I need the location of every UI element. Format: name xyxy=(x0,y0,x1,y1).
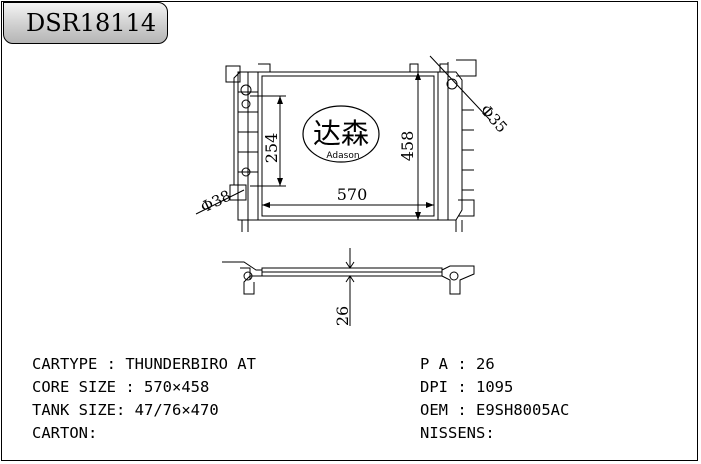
dim-inlet-label: Φ38 xyxy=(198,187,234,217)
spec-tank-size: TANK SIZE: 47/76×470 xyxy=(32,401,219,419)
spec-dpi: DPI : 1095 xyxy=(420,378,514,396)
spec-cartype: CARTYPE : THUNDERBIRO AT xyxy=(32,355,256,373)
dim-26-label: 26 xyxy=(333,306,352,326)
spec-pa: P A : 26 xyxy=(420,355,495,373)
model-tab: DSR18114 xyxy=(3,2,168,44)
spec-oem: OEM : E9SH8005AC xyxy=(420,401,570,419)
right-tank xyxy=(409,59,477,232)
dim-254-label: 254 xyxy=(262,133,281,164)
section-view xyxy=(222,248,475,326)
spec-core-size: CORE SIZE : 570×458 xyxy=(32,378,210,396)
dim-570-label: 570 xyxy=(337,185,368,204)
logo-latin: Adason xyxy=(326,151,359,161)
spec-nissens: NISSENS: xyxy=(420,424,495,442)
dim-458-lines xyxy=(404,71,424,221)
dim-458-label: 458 xyxy=(398,131,417,162)
model-code: DSR18114 xyxy=(26,9,157,37)
dim-outlet-label: Φ35 xyxy=(477,101,511,136)
spec-carton: CARTON: xyxy=(32,424,98,442)
left-tank xyxy=(225,65,259,232)
logo-chinese: 达森 xyxy=(313,117,369,150)
